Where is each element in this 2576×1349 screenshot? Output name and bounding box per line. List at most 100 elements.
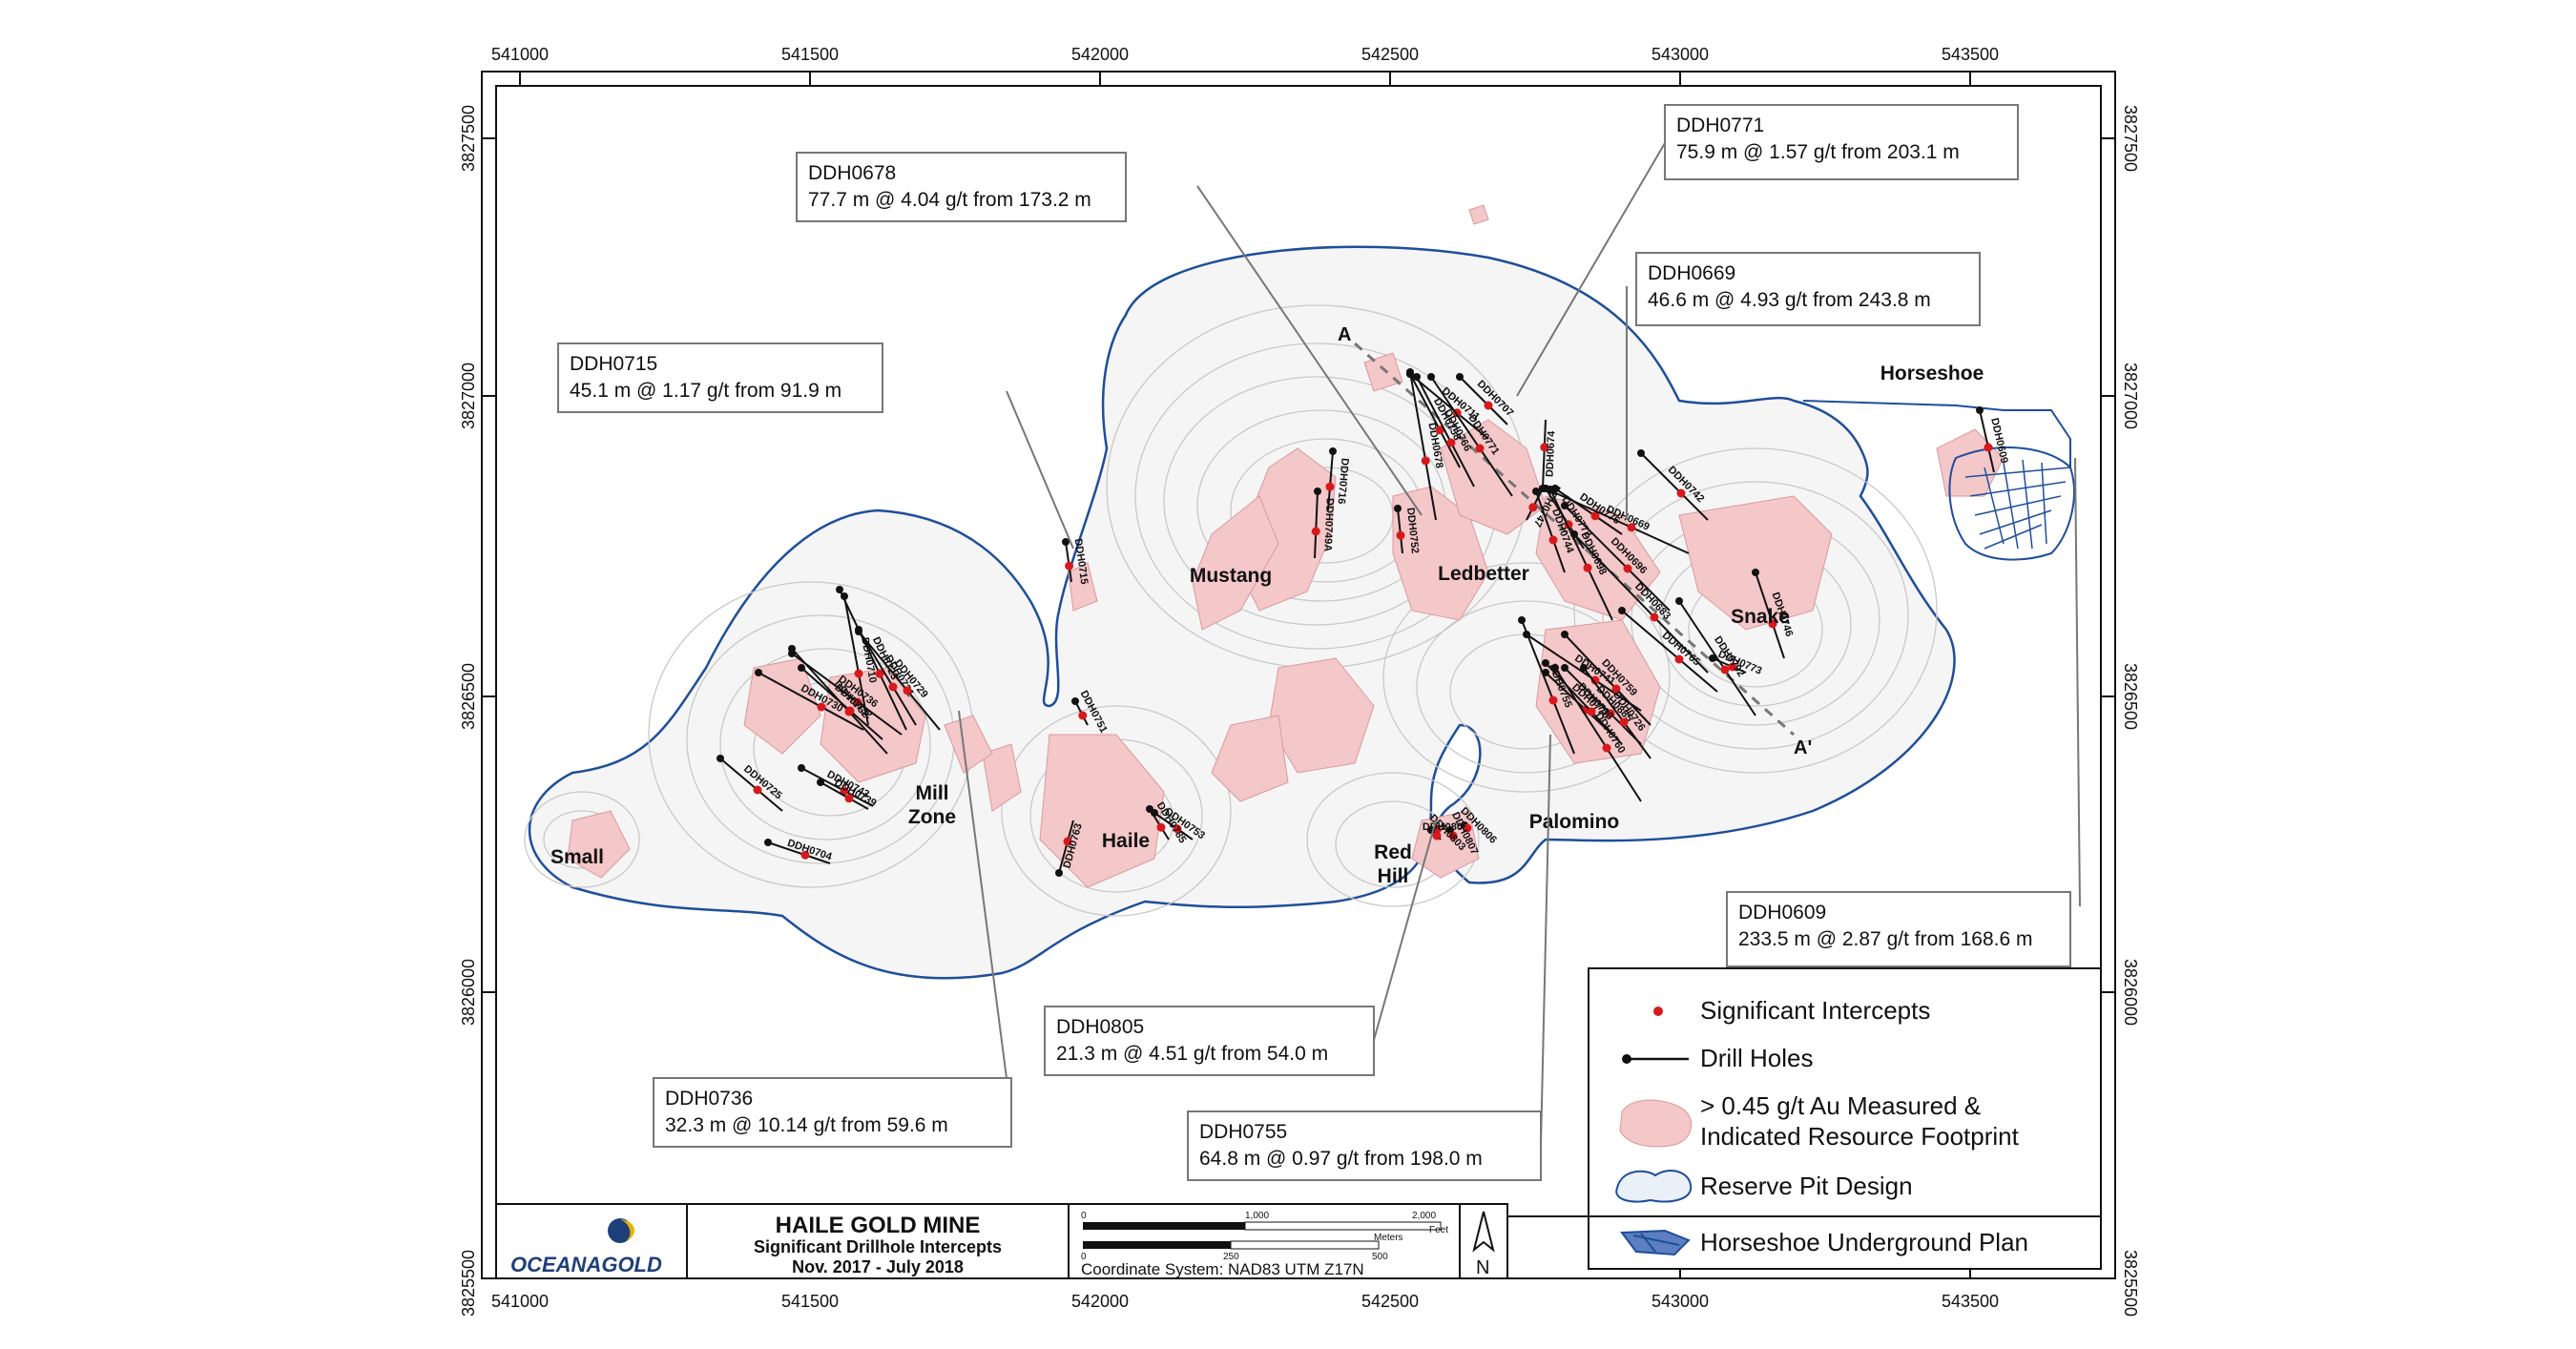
drill-hole-trace <box>1327 450 1334 511</box>
intercept-dot <box>1623 564 1632 573</box>
svg-text:250: 250 <box>1223 1252 1239 1262</box>
x-tick-label-top: 543500 <box>1942 45 1999 64</box>
intercept-dot <box>844 707 854 716</box>
map-subtitle: Significant Drillhole Intercepts <box>754 1237 1002 1256</box>
drill-hole-label: DDH0674 <box>1545 430 1558 478</box>
drill-hole-trace <box>1430 376 1513 497</box>
callout-box <box>1044 1006 1375 1076</box>
drill-hole-trace <box>1409 371 1437 521</box>
legend: Significant Intercepts Drill Holes > 0.4… <box>1588 967 2102 1217</box>
drill-hole-trace <box>1678 600 1756 716</box>
drill-hole-trace <box>1153 812 1194 841</box>
area-label: Haile <box>1102 830 1150 852</box>
area-label: Ledbetter <box>1438 563 1529 585</box>
drill-collar <box>1456 373 1464 381</box>
drill-hole-trace <box>1573 533 1709 674</box>
svg-text:0: 0 <box>1081 1252 1087 1262</box>
callout-leader-line <box>958 710 1008 1079</box>
intercept-dot <box>1065 561 1074 571</box>
horseshoe-underground-plan <box>1802 400 2075 561</box>
callout-hole: DDH0736 <box>665 1088 753 1110</box>
intercept-dot <box>1720 665 1730 674</box>
drill-hole-label: DDH0752 <box>1404 508 1421 554</box>
intercept-dot <box>1396 530 1405 540</box>
drill-collar <box>1413 373 1421 381</box>
logo-text: OCEANAGOLD <box>510 1253 662 1276</box>
x-tick-label-bottom: 541000 <box>491 1292 549 1311</box>
area-label: Palomino <box>1529 811 1620 833</box>
intercept-dot <box>1611 684 1621 694</box>
drill-hole-trace <box>767 841 831 864</box>
intercept-dot <box>1311 527 1320 536</box>
scale-bar: 0 1,000 2,000 Feet 0 250 500 Meters <box>1081 1211 1448 1262</box>
drill-collar <box>1062 538 1070 546</box>
drill-hole-trace <box>1521 619 1575 755</box>
x-tick-label-bottom: 543000 <box>1652 1292 1709 1311</box>
intercept-dot <box>800 850 810 860</box>
intercept-dot <box>1627 523 1636 532</box>
drill-hole-trace <box>1640 452 1709 521</box>
drill-hole-trace <box>1621 610 1718 693</box>
callout-intercept: 64.8 m @ 0.97 g/t from 198.0 m <box>1199 1148 1483 1170</box>
y-tick-label-left: 3826500 <box>459 663 478 730</box>
y-tick-label-right: 3827000 <box>2121 363 2140 429</box>
drill-collar <box>836 586 843 593</box>
callout-box <box>1726 891 2071 967</box>
drill-collar <box>1709 654 1716 662</box>
drill-hole-trace <box>1542 419 1547 489</box>
callout-hole: DDH0755 <box>1199 1121 1287 1143</box>
intercept-dot <box>1325 482 1335 491</box>
drill-hole-trace <box>1409 373 1461 468</box>
drill-hole-trace <box>1416 376 1475 488</box>
callout-intercept: 45.1 m @ 1.17 g/t from 91.9 m <box>570 380 841 402</box>
svg-text:0: 0 <box>1081 1211 1087 1221</box>
callout-leader-line <box>1516 142 1666 397</box>
svg-text:500: 500 <box>1372 1252 1388 1262</box>
drill-hole-trace <box>1755 571 1785 659</box>
reserve-pit-design <box>524 245 1956 980</box>
svg-text:1,000: 1,000 <box>1245 1211 1269 1221</box>
callout-hole: DDH0715 <box>570 353 657 375</box>
x-tick-label-bottom: 541500 <box>781 1292 839 1311</box>
legend-extra: Horseshoe Underground Plan <box>1588 1215 2102 1270</box>
drill-hole-trace <box>1545 488 1690 554</box>
drill-collar <box>1542 659 1549 667</box>
callout-intercept: 233.5 m @ 2.87 g/t from 168.6 m <box>1738 928 2032 950</box>
intercept-dot <box>1676 488 1686 498</box>
drill-hole-trace <box>758 672 864 731</box>
intercept-dot <box>1078 711 1088 720</box>
drill-hole-label: DDH0749A <box>1321 498 1335 552</box>
callout-leader-line <box>1373 820 1437 1041</box>
intercept-dot <box>1063 837 1072 846</box>
drill-hole-trace <box>1526 633 1642 712</box>
drill-hole-trace <box>1314 490 1319 559</box>
x-tick-label-top: 541500 <box>781 45 839 64</box>
legend-resource-label-2: Indicated Resource Footprint <box>1700 1122 2020 1151</box>
callout-leader-line <box>1006 390 1074 550</box>
callout-box <box>796 152 1127 222</box>
callout-hole: DDH0771 <box>1676 114 1764 136</box>
drill-hole-trace <box>1535 490 1566 573</box>
legend-pit-label: Reserve Pit Design <box>1700 1172 1913 1200</box>
intercept-dot <box>1590 675 1600 685</box>
title-block: OCEANAGOLD HAILE GOLD MINE Significant D… <box>495 1203 1508 1279</box>
intercept-dot <box>1548 535 1558 545</box>
legend-resource-label-1: > 0.45 g/t Au Measured & <box>1700 1091 1981 1120</box>
drill-hole-trace <box>1564 505 1671 612</box>
drill-hole-trace <box>858 631 941 731</box>
intercept-dot <box>1590 511 1600 521</box>
callout-intercept: 77.7 m @ 4.04 g/t from 173.2 m <box>808 189 1091 211</box>
callout-leader-line <box>1540 734 1551 1146</box>
drill-hole-trace <box>858 629 917 726</box>
drill-hole-trace <box>1545 662 1623 745</box>
legend-underground-label: Horseshoe Underground Plan <box>1700 1228 2028 1256</box>
intercept-dot <box>1583 563 1592 572</box>
y-tick-label-left: 3826000 <box>459 959 478 1026</box>
drill-hole-trace <box>1554 667 1642 802</box>
drill-collar <box>1637 449 1645 457</box>
svg-text:Feet: Feet <box>1429 1225 1448 1235</box>
north-arrow-icon: N <box>1472 1211 1495 1278</box>
resource-footprint-icon <box>1619 1099 1693 1148</box>
map-title: HAILE GOLD MINE <box>776 1213 981 1238</box>
